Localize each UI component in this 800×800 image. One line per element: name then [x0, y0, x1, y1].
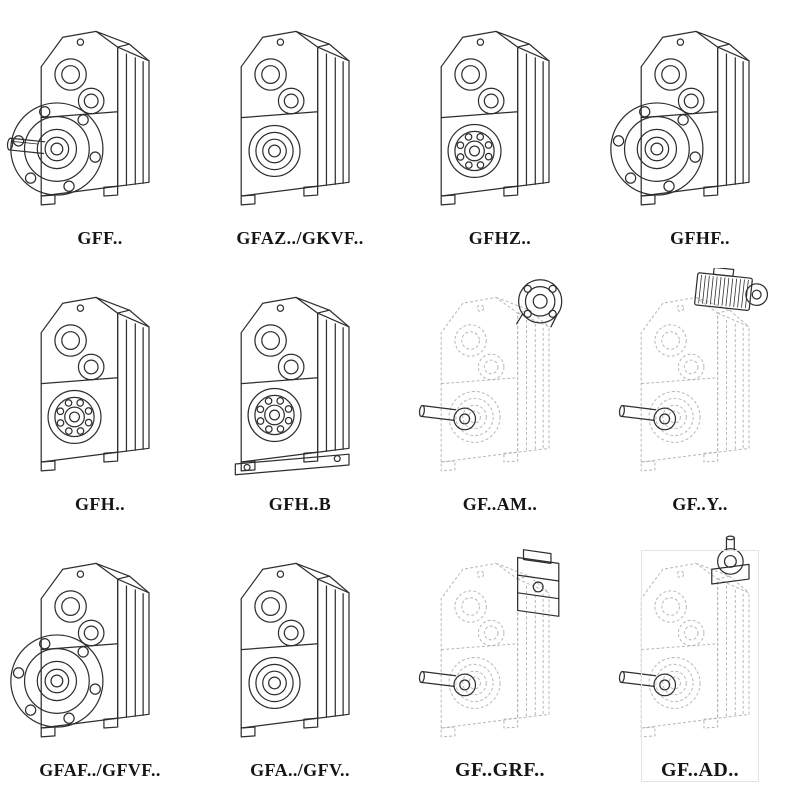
model-label: GF..Y..: [672, 494, 728, 514]
catalog-cell-10: GFA../GFV..: [240, 549, 360, 783]
gearbox-phantom-motor-drawing: [602, 267, 798, 491]
catalog-cell-9: GFAF../GFVF..: [10, 549, 161, 783]
model-label: GF..AD..: [660, 759, 740, 781]
catalog-cell-11: GF..GRF..: [418, 548, 560, 783]
catalog-cell-6: GFH..B: [234, 283, 360, 517]
model-label: GFH..: [75, 494, 125, 514]
gearbox-flange-solid-shaft-drawing: [2, 2, 198, 225]
model-label: GFHZ..: [468, 228, 532, 248]
gearbox-hollow-shaft-drawing: [202, 2, 398, 225]
model-label: GFHF..: [670, 228, 730, 248]
gearbox-hollow-shaft-drawing: [202, 534, 398, 757]
catalog-cell-7: GF..AM..: [418, 278, 563, 517]
gearbox-hollow-shaft-bearing-drawing: [402, 2, 598, 225]
model-label: GFAF../GFVF..: [39, 760, 161, 780]
gearbox-shaft-mounted-bearing-drawing: [2, 268, 198, 491]
model-label: GF..GRF..: [455, 759, 545, 781]
catalog-cell-4: GFHF..: [610, 17, 760, 251]
catalog-cell-5: GFH..: [40, 283, 160, 517]
gearbox-phantom-input-shaft-adapter-drawing: [602, 534, 798, 757]
gearbox-phantom-gear-unit-adapter-drawing: [402, 534, 598, 757]
model-label: GFH..B: [268, 494, 332, 514]
gearbox-flange-hollow-drawing: [2, 534, 198, 757]
model-label: GFAZ../GKVF..: [236, 228, 364, 248]
model-label: GF..AM..: [462, 494, 538, 514]
catalog-cell-2: GFAZ../GKVF..: [236, 17, 363, 251]
catalog-cell-1: GFF..: [6, 17, 160, 251]
gearbox-phantom-iec-adapter-drawing: [402, 268, 598, 491]
model-label: GFA../GFV..: [250, 760, 350, 780]
gearbox-shaft-mounted-base-drawing: [202, 268, 398, 491]
catalog-cell-3: GFHZ..: [440, 17, 560, 251]
catalog-cell-8: GF..Y..: [618, 267, 769, 517]
gearbox-flange-hollow-drawing: [602, 2, 798, 225]
model-label: GFF..: [77, 228, 123, 248]
catalog-cell-12: GF..AD..: [618, 535, 760, 783]
